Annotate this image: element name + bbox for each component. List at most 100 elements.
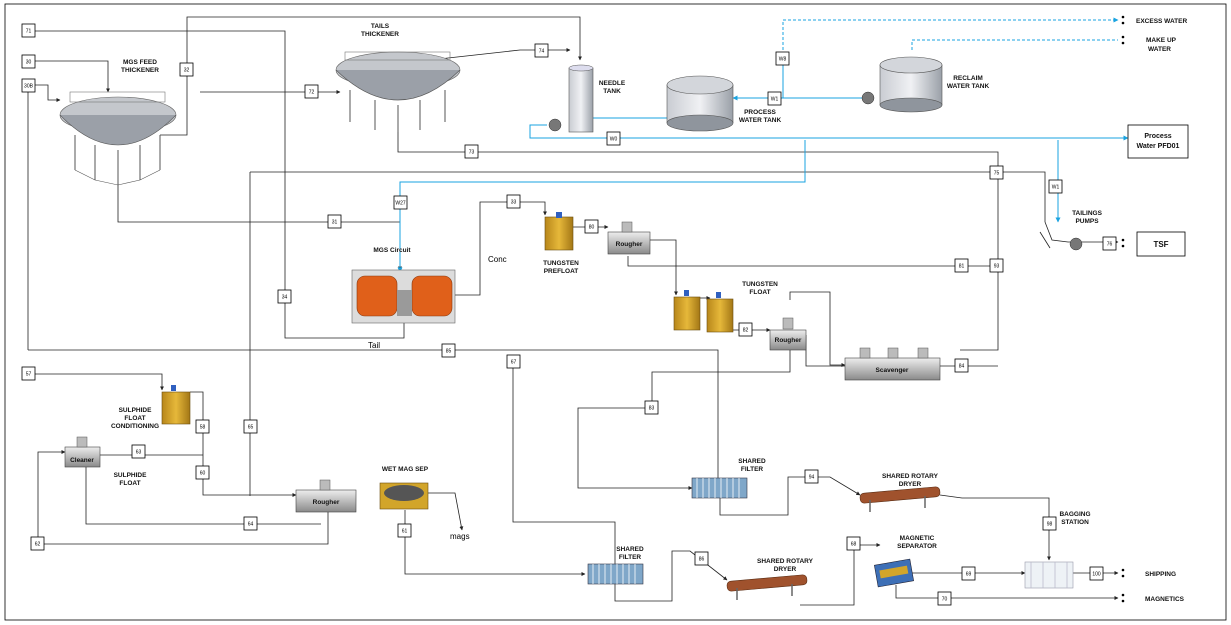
stream-box: 72 [305,85,318,98]
tails-thickener [336,52,460,132]
svg-text:DRYER: DRYER [774,566,797,573]
tailings-pump-icon [1070,238,1082,250]
make-up-water-label: MAKE UP [1146,37,1177,44]
svg-text:W1: W1 [1052,185,1060,191]
svg-text:69: 69 [966,572,972,578]
svg-text:FILTER: FILTER [741,466,764,473]
svg-text:SEPARATOR: SEPARATOR [897,543,937,550]
svg-text:93: 93 [994,264,1000,270]
svg-text:30: 30 [26,60,32,66]
stream-box: 75 [990,166,1003,179]
stream-box: 71 [22,24,35,37]
svg-text:34: 34 [282,295,288,301]
svg-text:84: 84 [959,364,965,370]
stream-box: 84 [955,359,968,372]
tsf-box: TSF [1137,232,1185,256]
tailings-pumps-label: TAILINGS [1072,210,1103,217]
svg-text:TANK: TANK [603,88,621,95]
shared-filter-top [692,478,747,498]
rougher-sulphide-label: Rougher [313,499,340,506]
stream-box: 34 [278,290,291,303]
svg-text:32: 32 [184,68,190,74]
stream-box: 65 [244,420,257,433]
svg-text:PUMPS: PUMPS [1075,218,1099,225]
process-water-tank-label: PROCESS [744,109,776,116]
shared-rotary-dryer-bottom-label: SHARED ROTARY [757,558,814,565]
svg-text:W27: W27 [395,201,406,207]
stream-box: W1 [1049,180,1062,193]
tails-thickener-label: TAILS [371,23,390,30]
rougher-cell-sulphide [296,480,356,512]
stream-box: 73 [465,145,478,158]
process-water-pfd-box: Process Water PFD01 [1128,125,1188,158]
rougher-float-label: Rougher [775,337,802,344]
svg-text:31: 31 [332,220,338,226]
stream-box: 30 [22,55,35,68]
mags-label: mags [450,532,470,541]
mgs-feed-thickener [60,92,176,185]
stream-box: 33 [507,195,520,208]
stream-box: 32 [180,63,193,76]
svg-text:86: 86 [699,557,705,563]
svg-text:60: 60 [200,471,206,477]
svg-text:FLOAT: FLOAT [749,289,770,296]
svg-text:33: 33 [511,200,517,206]
svg-text:30B: 30B [24,84,34,90]
svg-text:DRYER: DRYER [899,481,922,488]
needle-tank-label: NEEDLE [599,80,626,87]
cleaner-label: Cleaner [70,457,94,464]
bagging-station-label: BAGGING [1059,511,1090,518]
needle-tank [549,65,593,132]
stream-box: 69 [962,567,975,580]
process-water-tank [667,76,733,131]
bagging-station [1025,562,1073,588]
svg-text:WATER TANK: WATER TANK [739,117,782,124]
reclaim-water-tank-label: RECLAIM [953,75,983,82]
svg-text:THICKENER: THICKENER [361,31,399,38]
svg-text:W8: W8 [779,57,787,63]
svg-text:STATION: STATION [1061,519,1089,526]
svg-text:65: 65 [248,425,254,431]
stream-box: 74 [535,44,548,57]
stream-box: W27 [394,196,407,209]
scavenger-label: Scavenger [876,367,909,374]
svg-text:W0: W0 [610,137,618,143]
rougher-cell-prefloat [608,222,650,254]
stream-box: 58 [196,420,209,433]
stream-box: 76 [1103,237,1116,250]
pump-icon [549,119,561,131]
stream-box: 85 [442,344,455,357]
svg-text:75: 75 [994,171,1000,177]
svg-text:FLOAT: FLOAT [124,415,145,422]
stream-box: 57 [22,367,35,380]
tungsten-prefloat-tank [545,212,573,250]
shared-filter-bottom-label: SHARED [616,546,644,553]
sulphide-float-label: SULPHIDE [114,472,148,479]
tungsten-prefloat-label: TUNGSTEN [543,260,579,267]
mgs-circuit-separator [352,270,455,323]
svg-text:58: 58 [200,425,206,431]
scavenger-cell [845,348,940,380]
svg-text:57: 57 [26,372,32,378]
svg-text:100: 100 [1092,572,1101,578]
stream-box: 63 [132,445,145,458]
conc-label: Conc [488,255,507,264]
svg-text:94: 94 [809,475,815,481]
stream-box: W8 [776,52,789,65]
svg-text:Water PFD01: Water PFD01 [1137,143,1180,150]
svg-text:TSF: TSF [1153,240,1168,249]
svg-text:67: 67 [511,360,517,366]
stream-box: 93 [990,259,1003,272]
tail-label: Tail [368,341,380,350]
svg-text:72: 72 [309,90,315,96]
magnetic-separator-label: MAGNETIC [900,535,935,542]
stream-box: 100 [1090,567,1103,580]
shared-filter-bottom [588,564,643,584]
output-connectors [1122,16,1125,603]
svg-text:WATER TANK: WATER TANK [947,83,990,90]
stream-box: 60 [196,466,209,479]
stream-box: 80 [585,220,598,233]
svg-text:WATER: WATER [1148,46,1171,53]
mgs-feed-thickener-label: MGS FEED [123,59,157,66]
svg-text:THICKENER: THICKENER [121,67,159,74]
